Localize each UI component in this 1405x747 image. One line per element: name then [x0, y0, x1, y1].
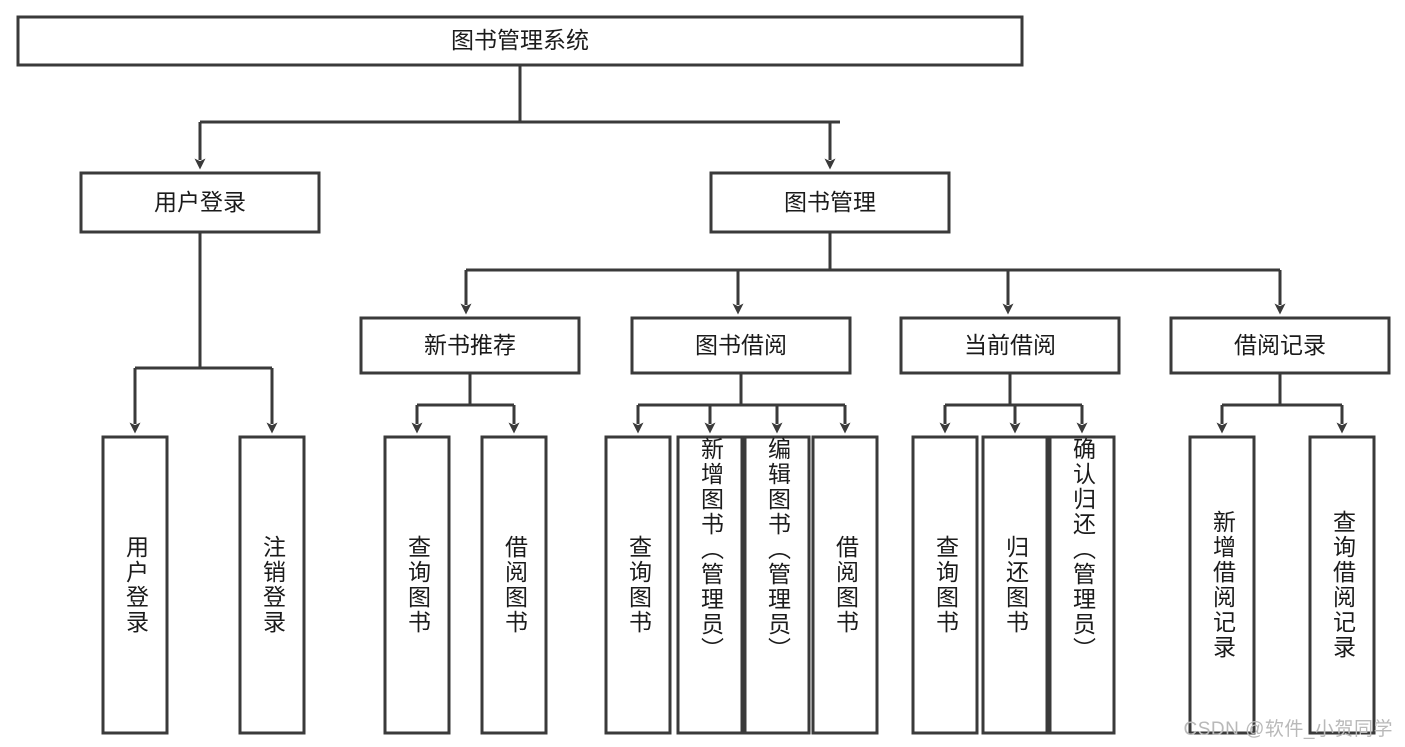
leaf-query-book-2[interactable]	[604, 435, 672, 735]
node-user-login-label: 用户登录	[154, 189, 246, 215]
leaf-add-record[interactable]	[1188, 435, 1256, 735]
node-new-book-recommend-label: 新书推荐	[424, 332, 516, 358]
node-book-borrow[interactable]: 图书借阅	[630, 316, 852, 375]
leaf-confirm-return[interactable]	[1048, 435, 1116, 735]
node-user-login[interactable]: 用户登录	[79, 171, 321, 234]
leaf-query-book-1[interactable]	[383, 435, 451, 735]
csdn-watermark: CSDN @软件_小贺同学	[1183, 719, 1393, 740]
node-root[interactable]: 图书管理系统	[16, 15, 1024, 67]
connector-new-book-recommend-to-leaves	[411, 373, 520, 434]
connector-root-to-level2	[194, 65, 840, 170]
connector-current-borrow-to-leaves	[939, 373, 1088, 434]
leaf-edit-book[interactable]	[743, 435, 811, 735]
node-borrow-record-label: 借阅记录	[1234, 332, 1326, 358]
node-current-borrow[interactable]: 当前借阅	[899, 316, 1121, 375]
leaf-user-logout[interactable]	[238, 435, 306, 735]
leaf-add-book[interactable]	[676, 435, 744, 735]
connector-book-manage-to-level3	[460, 232, 1286, 315]
node-current-borrow-label: 当前借阅	[964, 332, 1056, 358]
connector-user-login-to-leaves	[129, 232, 278, 434]
node-book-manage-label: 图书管理	[784, 189, 876, 215]
leaf-borrow-book-1[interactable]	[480, 435, 548, 735]
node-root-label: 图书管理系统	[451, 27, 589, 53]
node-book-manage[interactable]: 图书管理	[709, 171, 951, 234]
connector-book-borrow-to-leaves	[632, 373, 851, 434]
leaf-return-book[interactable]	[981, 435, 1049, 735]
leaf-borrow-book-2[interactable]	[811, 435, 879, 735]
leaf-query-book-3[interactable]	[911, 435, 979, 735]
leaf-query-record[interactable]	[1308, 435, 1376, 735]
node-new-book-recommend[interactable]: 新书推荐	[359, 316, 581, 375]
node-book-borrow-label: 图书借阅	[695, 332, 787, 358]
leaf-user-login[interactable]	[101, 435, 169, 735]
connector-borrow-record-to-leaves	[1216, 373, 1348, 434]
node-borrow-record[interactable]: 借阅记录	[1169, 316, 1391, 375]
